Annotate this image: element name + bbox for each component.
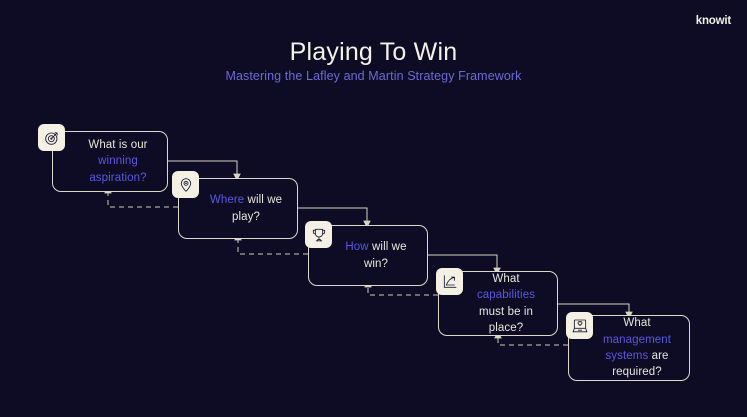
step-text-highlight: capabilities — [476, 289, 536, 302]
monitor-heart-icon — [566, 312, 593, 339]
step-text-highlight: How — [345, 241, 369, 254]
trophy-icon — [305, 221, 332, 248]
step-text-highlight: Where — [209, 194, 245, 207]
page-title: Playing To Win — [289, 38, 458, 66]
knowit-logo: knowit — [695, 15, 731, 27]
step-card-winning-aspiration[interactable]: What is our winning aspiration? — [52, 131, 168, 192]
step-card-text: How will we win? — [335, 239, 417, 272]
step-text-highlight: winning aspiration? — [89, 155, 147, 184]
step-card-how-to-win[interactable]: How will we win? — [308, 225, 428, 286]
page-subtitle: Mastering the Lafley and Martin Strategy… — [225, 69, 522, 83]
step-card-where-to-play[interactable]: Where will we play? — [178, 178, 298, 239]
step-card-text: What management systems are required? — [595, 315, 679, 380]
step-text-trail: will we win? — [363, 241, 407, 270]
step-text-highlight: management systems — [602, 333, 672, 362]
step-card-text: What is our winning aspiration? — [79, 137, 157, 186]
step-card-text: What capabilities must be in place? — [465, 271, 547, 336]
step-text-trail: will we play? — [232, 194, 283, 223]
step-text-trail: must be in place? — [478, 305, 534, 334]
step-text-trail: are required? — [612, 350, 669, 379]
target-icon — [38, 124, 65, 151]
step-card-text: Where will we play? — [205, 192, 287, 225]
chart-arrow-icon — [436, 268, 463, 295]
step-text-lead: What — [623, 317, 651, 330]
step-text-lead: What — [492, 272, 520, 285]
location-pin-icon — [172, 171, 199, 198]
step-text-lead: What is our — [88, 139, 148, 152]
